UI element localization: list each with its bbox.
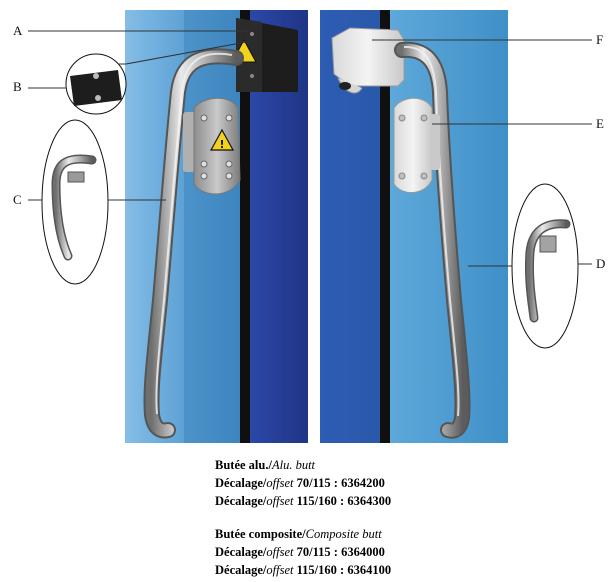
caption-alu-row-2: Décalage/offset 115/160 : 6364300 <box>215 494 392 508</box>
callout-b-label: B <box>13 79 22 94</box>
svg-text:!: ! <box>219 138 224 151</box>
caption-composite-title: Butée composite/Composite butt <box>215 527 382 541</box>
detail-d-ellipse <box>511 183 579 349</box>
white-composite-butt <box>331 27 405 94</box>
caption-alu-title: Butée alu./Alu. butt <box>215 458 316 472</box>
callout-d-label: D <box>596 256 606 271</box>
callout-leader-lines <box>28 30 592 267</box>
callout-e-label: E <box>596 116 604 131</box>
detail-c-ellipse <box>41 119 109 285</box>
caption-composite-row-1: Décalage/offset 70/115 : 6364000 <box>215 545 385 559</box>
left-steel-handle <box>143 48 244 439</box>
left-handle-mount: ! <box>183 97 241 195</box>
callout-a-label: A <box>13 23 23 38</box>
black-butt-bracket <box>231 18 298 92</box>
caption-composite-row-2: Décalage/offset 115/160 : 6364100 <box>215 563 392 577</box>
callout-f-label: F <box>596 32 604 47</box>
warning-triangle-icon <box>209 128 235 151</box>
right-handle-mount <box>393 97 440 193</box>
callout-c-label: C <box>13 192 22 207</box>
detail-b-circle <box>65 53 127 115</box>
right-steel-handle <box>394 41 471 439</box>
caption-alu-row-1: Décalage/offset 70/115 : 6364200 <box>215 476 385 490</box>
